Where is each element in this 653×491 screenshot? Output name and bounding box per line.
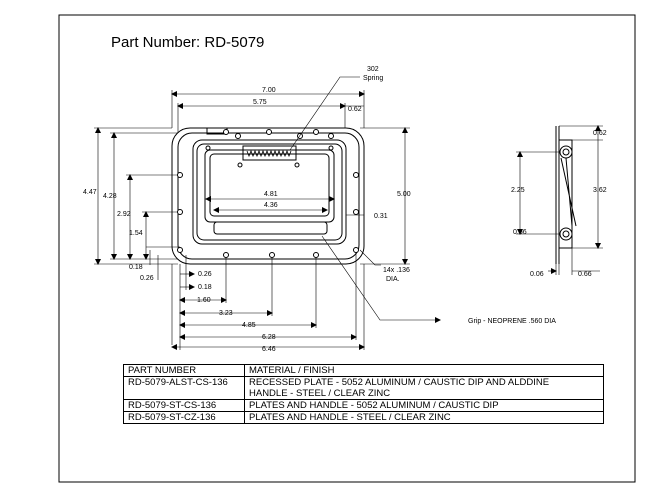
holes-callout-2: DIA.: [386, 276, 400, 283]
side-dim-0-66: 0.66: [578, 271, 592, 278]
dim-5-75: 5.75: [253, 99, 267, 106]
dim-4-28: 4.28: [103, 193, 117, 200]
table-header-material: MATERIAL / FINISH: [244, 364, 604, 377]
side-dimensions: [516, 125, 603, 275]
outer-plate-outline: [171, 127, 365, 265]
hole: [235, 133, 241, 139]
side-pivot-top: [559, 145, 573, 159]
sheet-border: [58, 14, 636, 483]
side-pivot-bottom-inner: [562, 230, 570, 238]
hole: [177, 209, 183, 215]
table-cell-part: RD-5079-ALST-CS-136: [123, 376, 245, 400]
hole: [266, 129, 272, 135]
side-dim-0-06: 0.06: [530, 271, 544, 278]
material-line: HANDLE - STEEL / CLEAR ZINC: [249, 388, 391, 399]
hole: [313, 129, 319, 135]
part-number-title: Part Number: RD-5079: [111, 34, 265, 51]
table-row: RD-5079-ST-CS-136 PLATES AND HANDLE - 50…: [123, 399, 604, 412]
dim-4-47: 4.47: [83, 189, 97, 196]
front-view: [171, 127, 365, 265]
dim-4-36: 4.36: [264, 202, 278, 209]
table-cell-material: PLATES AND HANDLE - 5052 ALUMINUM / CAUS…: [244, 399, 604, 412]
dim-0-62: 0.62: [348, 106, 362, 113]
spring-coil: [246, 149, 292, 158]
side-dim-0-62: 0.62: [593, 130, 607, 137]
grip-leader: [321, 235, 441, 323]
dim-0-31: 0.31: [374, 213, 388, 220]
side-dim-3-62: 3.62: [593, 187, 607, 194]
side-pivot-bottom: [559, 227, 573, 241]
materials-table: PART NUMBER MATERIAL / FINISH RD-5079-AL…: [123, 364, 604, 424]
table-cell-part: RD-5079-ST-CZ-136: [123, 411, 245, 424]
dim-4-85: 4.85: [242, 322, 256, 329]
dim-3-23: 3.23: [219, 310, 233, 317]
table-header-row: PART NUMBER MATERIAL / FINISH: [123, 364, 604, 377]
dim-0-26-left: 0.26: [140, 275, 154, 282]
hole: [328, 145, 334, 151]
dim-1-60: 1.60: [197, 297, 211, 304]
side-handle: [560, 157, 577, 227]
table-cell-material: PLATES AND HANDLE - STEEL / CLEAR ZINC: [244, 411, 604, 424]
spring-callout-2: Spring: [363, 75, 383, 82]
front-dimensions: [94, 76, 441, 350]
dim-7-00: 7.00: [262, 87, 276, 94]
hole: [269, 252, 275, 258]
hole: [223, 129, 229, 135]
hole: [223, 252, 229, 258]
mounting-holes: [177, 129, 359, 258]
material-line: RECESSED PLATE - 5052 ALUMINUM / CAUSTIC…: [249, 377, 550, 388]
dim-0-18-bottom: 0.18: [198, 284, 212, 291]
grip-callout: Grip - NEOPRENE .560 DIA: [468, 318, 556, 325]
table-row: RD-5079-ST-CZ-136 PLATES AND HANDLE - ST…: [123, 411, 604, 424]
spring-housing: [242, 145, 297, 161]
hole: [294, 162, 300, 168]
dim-1-54: 1.54: [129, 230, 143, 237]
hole: [313, 252, 319, 258]
hole: [205, 145, 211, 151]
hole: [353, 247, 359, 253]
dim-6-28: 6.28: [262, 334, 276, 341]
table-header-part: PART NUMBER: [123, 364, 245, 377]
hole: [353, 209, 359, 215]
top-tab: [206, 127, 218, 133]
dim-0-18-left: 0.18: [129, 264, 143, 271]
side-dim-0-56: 0.56: [513, 229, 527, 236]
hole: [328, 133, 334, 139]
dim-2-92: 2.92: [117, 211, 131, 218]
handle-outline: [204, 149, 335, 223]
table-cell-part: RD-5079-ST-CS-136: [123, 399, 245, 412]
hole: [177, 247, 183, 253]
side-dim-2-25: 2.25: [511, 187, 525, 194]
table-row: RD-5079-ALST-CS-136 RECESSED PLATE - 505…: [123, 376, 604, 400]
dim-5-00: 5.00: [397, 191, 411, 198]
hole: [353, 172, 359, 178]
dim-6-46: 6.46: [262, 346, 276, 353]
grip-bar: [213, 221, 328, 235]
spring-callout-1: 302: [367, 66, 379, 73]
side-dimension-text: 0.62 2.25 3.62 0.56 0.06 0.66: [511, 130, 607, 278]
dim-4-81: 4.81: [264, 191, 278, 198]
hole: [177, 172, 183, 178]
recess-inner-outline: [196, 143, 343, 241]
side-pivot-top-inner: [562, 148, 570, 156]
recess-outline: [192, 139, 347, 245]
holes-callout-1: 14x .136: [383, 267, 410, 274]
dim-0-26-bottom: 0.26: [198, 271, 212, 278]
hole: [237, 162, 243, 168]
front-dimension-text: 302 Spring 7.00 5.75 0.62 5.00 4.81 4.36…: [83, 66, 556, 353]
spring-leader: [289, 76, 360, 151]
side-view: [555, 126, 577, 264]
holes-leader: [359, 249, 381, 266]
table-cell-material: RECESSED PLATE - 5052 ALUMINUM / CAUSTIC…: [244, 376, 604, 400]
